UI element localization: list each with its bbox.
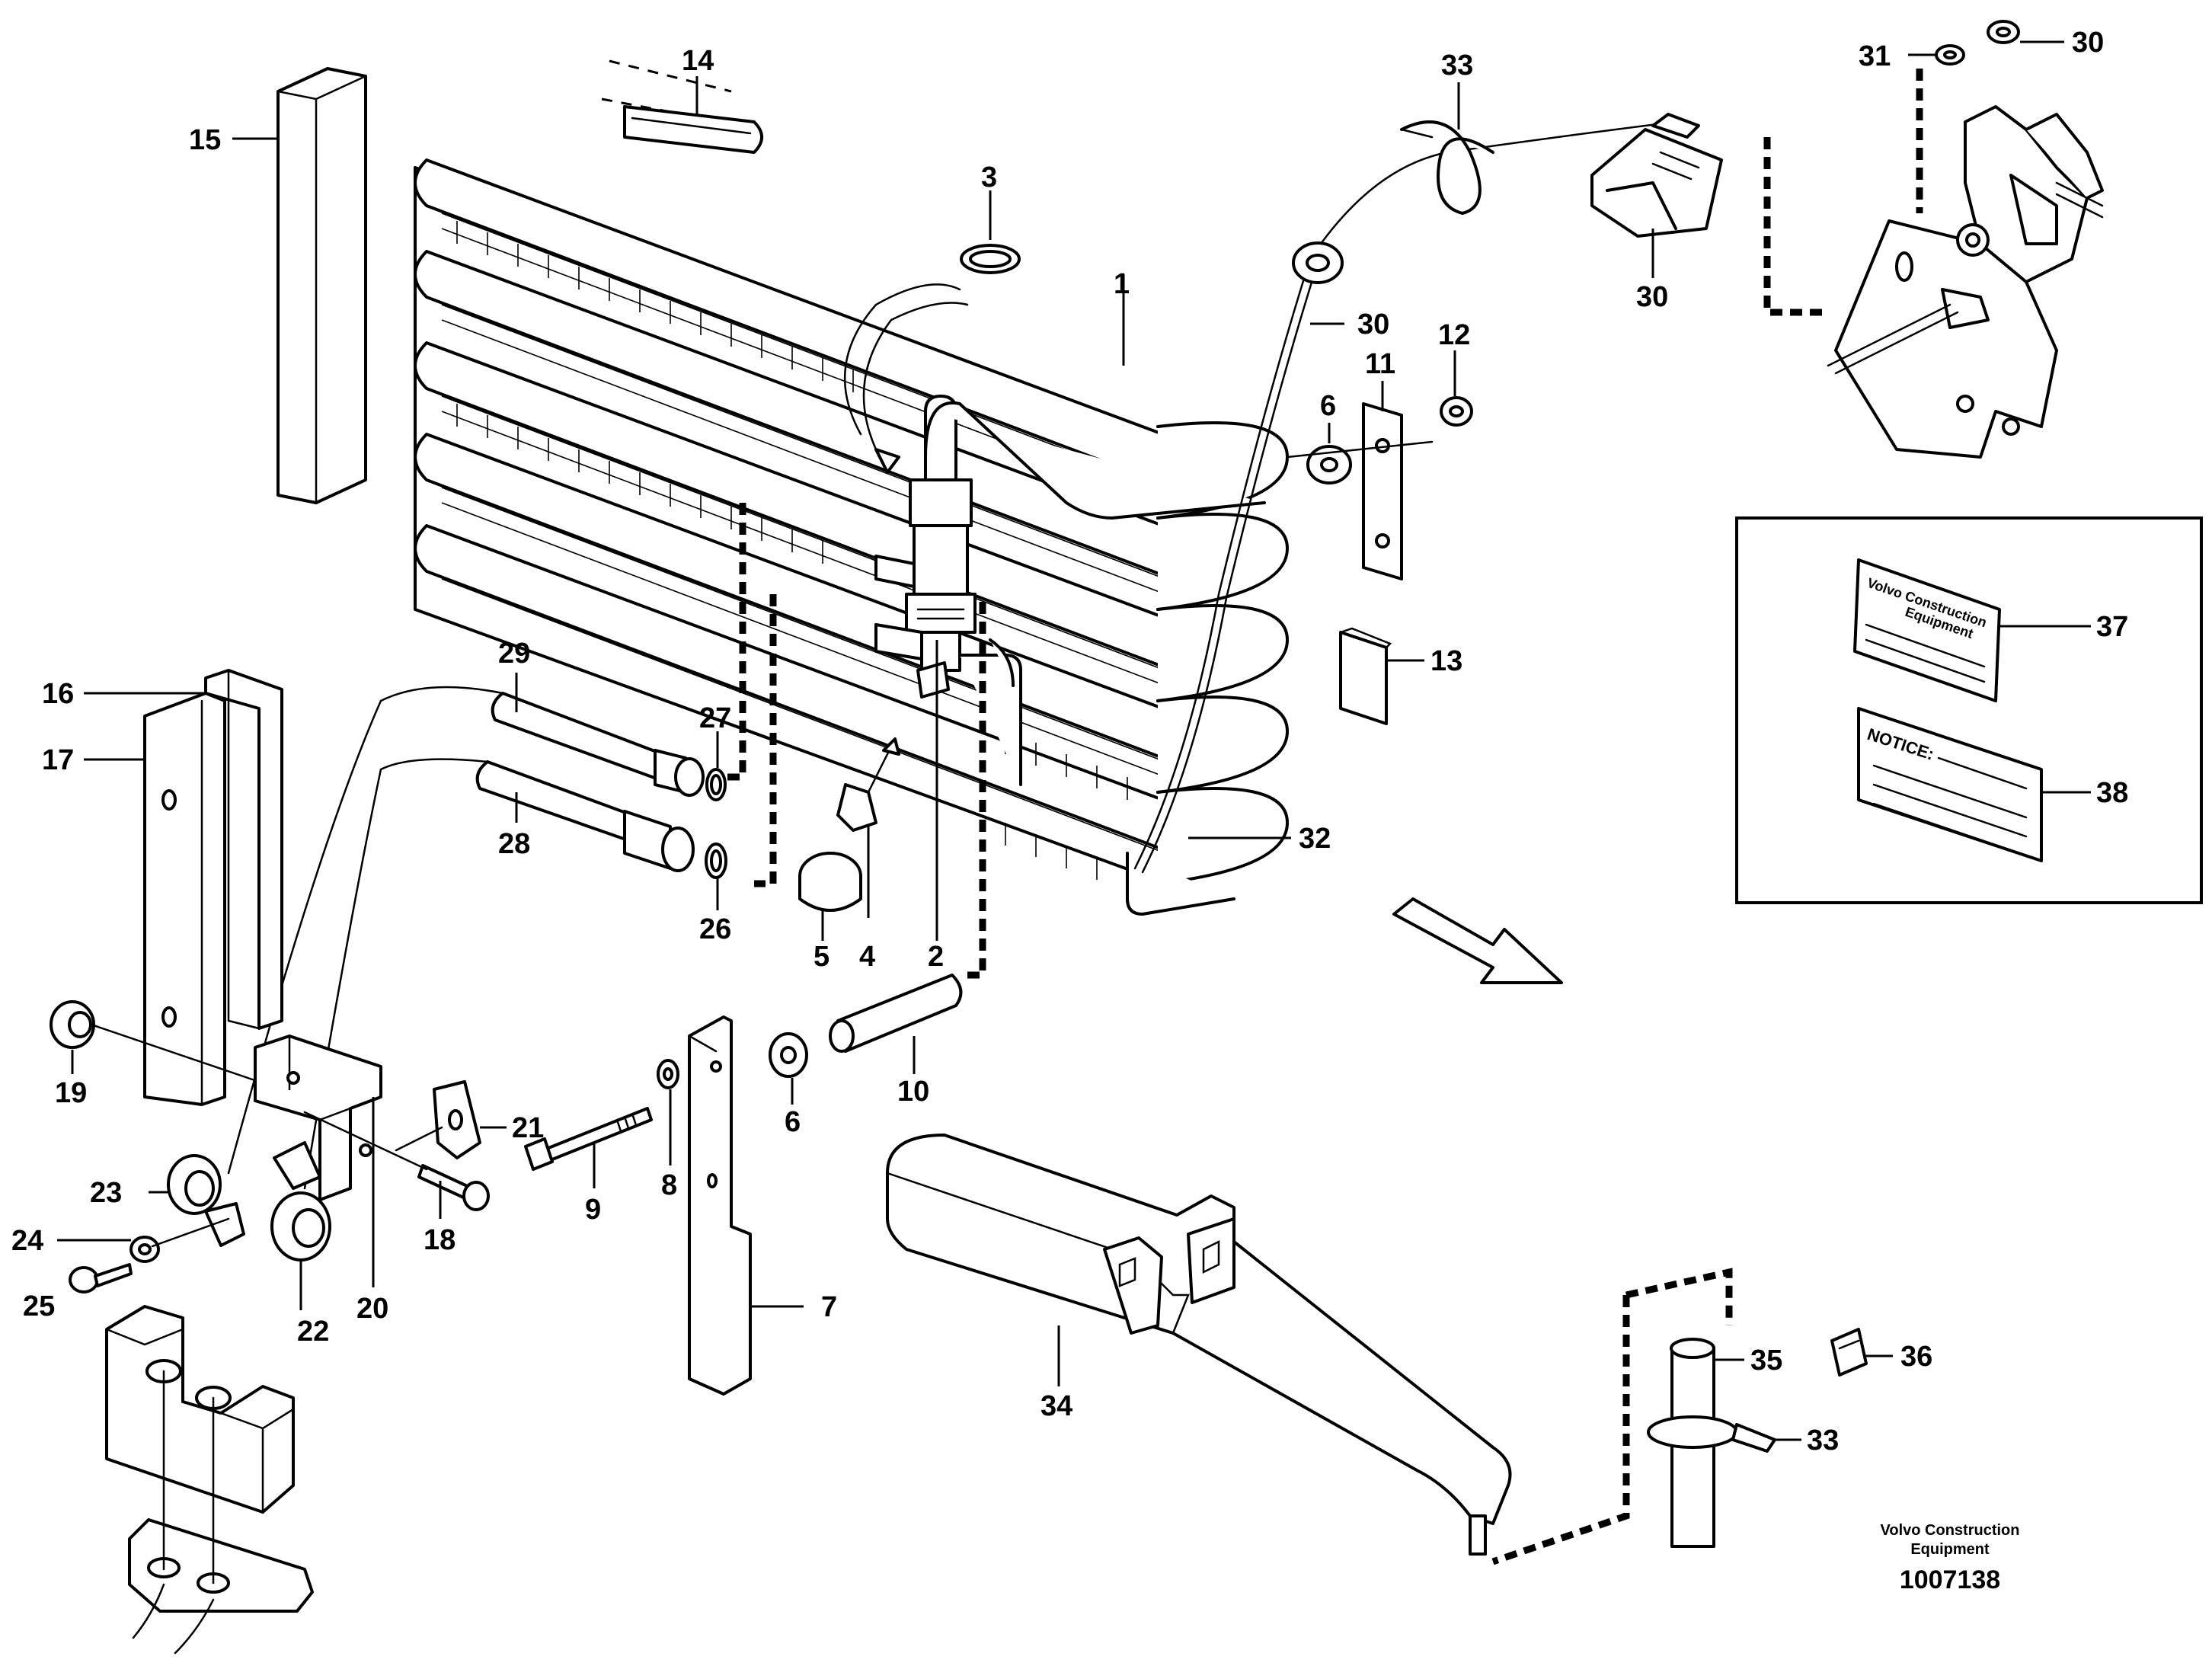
washer-8 [657,1059,679,1089]
grommet-22 [270,1141,331,1261]
callout-29: 29 [498,638,530,670]
washer-6-top [1306,445,1352,484]
washer-6-lower [769,1032,808,1078]
callout-21: 21 [512,1112,544,1144]
callout-28: 28 [498,828,530,860]
callout-4: 4 [859,941,875,973]
sleeve-10 [829,974,963,1053]
callout-7: 7 [821,1291,837,1323]
callout-6b: 6 [785,1106,801,1138]
evaporator-fins [441,213,1166,880]
thermostat-switch [1590,113,1723,238]
screw-18 [417,1164,490,1211]
callout-5: 5 [814,941,830,973]
footer-brand-line2: Equipment [1910,1541,1990,1558]
callout-3: 3 [981,161,997,193]
footer-brand: Volvo Construction Equipment 1007138 [1881,1522,2020,1594]
callout-14: 14 [682,45,714,77]
callout-31: 31 [1859,40,1891,72]
callout-13: 13 [1430,645,1462,677]
speed-clip-21 [433,1080,481,1159]
callout-25: 25 [23,1290,55,1322]
capillary-grommet-hole [1306,254,1330,272]
drawing-number: 1007138 [1900,1565,2000,1594]
decal-37: Volvo Construction Equipment [1853,558,2001,702]
callout-35: 35 [1750,1345,1782,1377]
angle-bracket-17 [143,692,226,1106]
decal-38: NOTICE: [1857,707,2043,862]
callout-11: 11 [1365,348,1395,380]
o-ring-27 [705,768,727,801]
thermostat-bracket [1827,105,2104,459]
mount-block [105,1305,295,1514]
callout-10: 10 [897,1076,929,1108]
o-ring-3 [960,244,1021,274]
dashed-connectors [601,59,1923,1565]
foam-block-15 [276,67,367,504]
cable-tie-lower [1647,1415,1776,1453]
callout-26: 26 [699,913,731,945]
bolt-9 [524,1107,653,1171]
bracket-11 [1362,402,1403,580]
sensing-bulb-strap [843,283,969,474]
hose-28 [475,760,695,872]
callout-32: 32 [1299,823,1331,855]
callout-8: 8 [661,1169,677,1201]
decal-inset-panel: Volvo Construction Equipment NOTICE: [1735,516,2203,904]
callout-33a: 33 [1441,50,1473,82]
callout-15: 15 [189,124,221,156]
callout-6a: 6 [1320,390,1336,422]
cable-tie-top [1400,120,1494,215]
nut-12 [1440,396,1473,427]
callout-23: 23 [90,1177,122,1209]
callout-34: 34 [1040,1390,1072,1422]
clip-36 [1830,1328,1868,1377]
callout-9: 9 [585,1194,601,1226]
grommet-23 [167,1154,245,1247]
callout-38: 38 [2096,777,2128,809]
washer-24 [129,1236,160,1263]
callout-16: 16 [42,678,74,710]
washer-31-top [1935,44,1965,66]
callout-22: 22 [297,1316,329,1348]
footer-brand-line1: Volvo Construction [1881,1522,2020,1539]
base-plate [128,1518,314,1613]
callout-24: 24 [11,1225,43,1257]
seal-strip-14 [623,105,763,154]
plate-7 [688,1015,752,1396]
drain-tray-34 [886,1134,1512,1556]
hose-29 [491,692,705,797]
callout-2: 2 [928,941,944,973]
callout-1: 1 [1114,268,1130,300]
callout-labels: 1 2 3 4 5 6 6 7 8 9 10 11 12 13 14 15 16… [11,27,2128,1457]
callout-30a: 30 [1357,309,1389,341]
callout-30c: 30 [2072,27,2104,59]
callout-18: 18 [424,1224,456,1256]
callout-20: 20 [356,1293,388,1325]
callout-30b: 30 [1636,281,1668,313]
o-ring-26 [705,843,727,879]
expansion-valve [874,395,977,699]
callout-17: 17 [42,744,74,776]
callout-36: 36 [1900,1341,1932,1373]
valve-pipes [924,401,1266,786]
callout-27: 27 [699,702,731,734]
callout-19: 19 [55,1077,87,1109]
valve-core-4 [836,737,900,832]
callout-33b: 33 [1807,1425,1839,1457]
capillary-tube [1133,120,1677,874]
screw-25 [69,1263,133,1293]
nut-30-top [1987,20,2020,44]
leader-lines [57,40,2091,1441]
callout-37: 37 [2096,611,2128,643]
callout-12: 12 [1438,319,1470,351]
pad-13 [1339,627,1392,725]
cap-5 [798,852,862,912]
direction-arrow [1392,897,1563,984]
flange-nut-19 [50,1000,95,1049]
